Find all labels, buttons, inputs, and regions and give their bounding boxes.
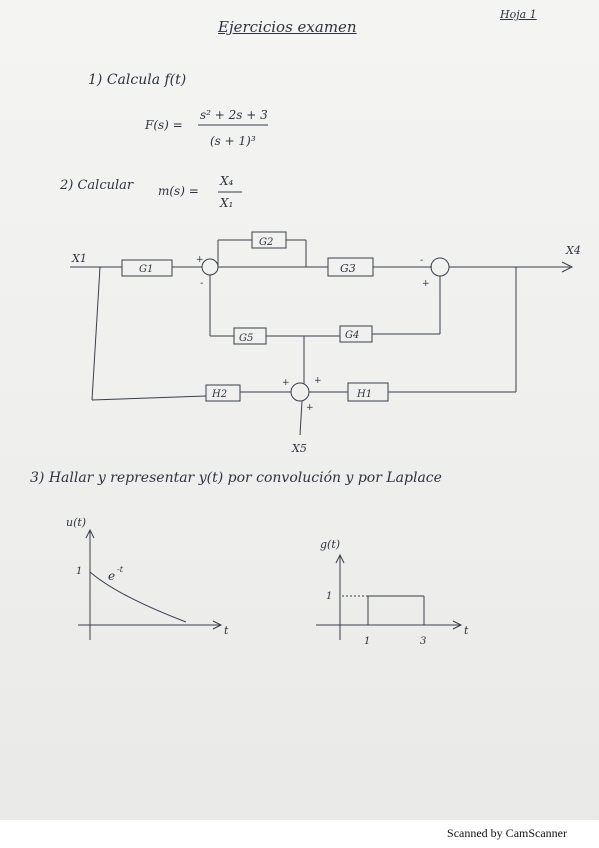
fs-label: F(s) =	[145, 118, 183, 132]
label-g4: G4	[345, 330, 359, 341]
fs-denominator: (s + 1)³	[210, 134, 256, 148]
sign-sum2-plus: +	[422, 279, 430, 289]
scanner-watermark: Scanned by CamScanner	[447, 826, 567, 840]
plot-u-expr: e	[108, 569, 115, 583]
label-h2: H2	[211, 389, 227, 400]
label-g3: G3	[340, 262, 356, 275]
signal-x4: X4	[565, 244, 581, 257]
signal-x5: X5	[291, 442, 307, 455]
fs-numerator: s² + 2s + 3	[200, 108, 268, 122]
plot-g-tick-x1: 1	[364, 636, 370, 647]
plot-u-expr-sup: -t	[117, 565, 124, 574]
label-g5: G5	[239, 333, 253, 344]
ms-numerator: X₄	[220, 174, 234, 188]
sum-junction-3	[290, 382, 310, 402]
sign-sum1-plus: +	[196, 255, 204, 265]
block-g1	[121, 259, 173, 277]
sign-sum3-plus-bottom: +	[306, 403, 314, 413]
plot-g-tick-y1: 1	[326, 591, 332, 602]
plot-g-ylabel: g(t)	[320, 538, 340, 551]
drawings: G1 G2 G3 G4 G5 H1 H2 X1 X4 X5 + - - + + …	[66, 124, 581, 647]
sign-sum3-plus-right: +	[314, 376, 322, 386]
plot-u-tick-1: 1	[76, 566, 82, 577]
plot-u-xlabel: t	[224, 624, 229, 637]
ms-label: m(s) =	[158, 184, 199, 198]
plot-u-ylabel: u(t)	[66, 516, 86, 529]
label-g1: G1	[139, 264, 153, 275]
sign-sum3-plus-left: +	[282, 378, 290, 388]
question-3: 3) Hallar y representar y(t) por convolu…	[30, 470, 442, 486]
u-curve	[89, 571, 187, 623]
label-g2: G2	[259, 237, 273, 248]
sum-junction-2	[430, 257, 450, 277]
scanner-footer: Scanned by CamScanner	[0, 820, 599, 848]
ms-denominator: X₁	[220, 196, 234, 210]
sign-sum1-minus: -	[200, 278, 204, 289]
sum-junction-1	[201, 258, 219, 276]
label-h1: H1	[356, 389, 372, 400]
page-title: Ejercicios examen	[218, 18, 357, 36]
block-h2	[205, 384, 241, 402]
sheet-number: Hoja 1	[500, 8, 537, 21]
question-1: 1) Calcula f(t)	[88, 72, 187, 88]
plot-g-xlabel: t	[464, 624, 469, 637]
sign-sum2-minus: -	[420, 255, 424, 266]
signal-x1: X1	[71, 252, 87, 265]
question-2: 2) Calcular	[60, 178, 134, 193]
plot-g-tick-x3: 3	[420, 636, 426, 647]
